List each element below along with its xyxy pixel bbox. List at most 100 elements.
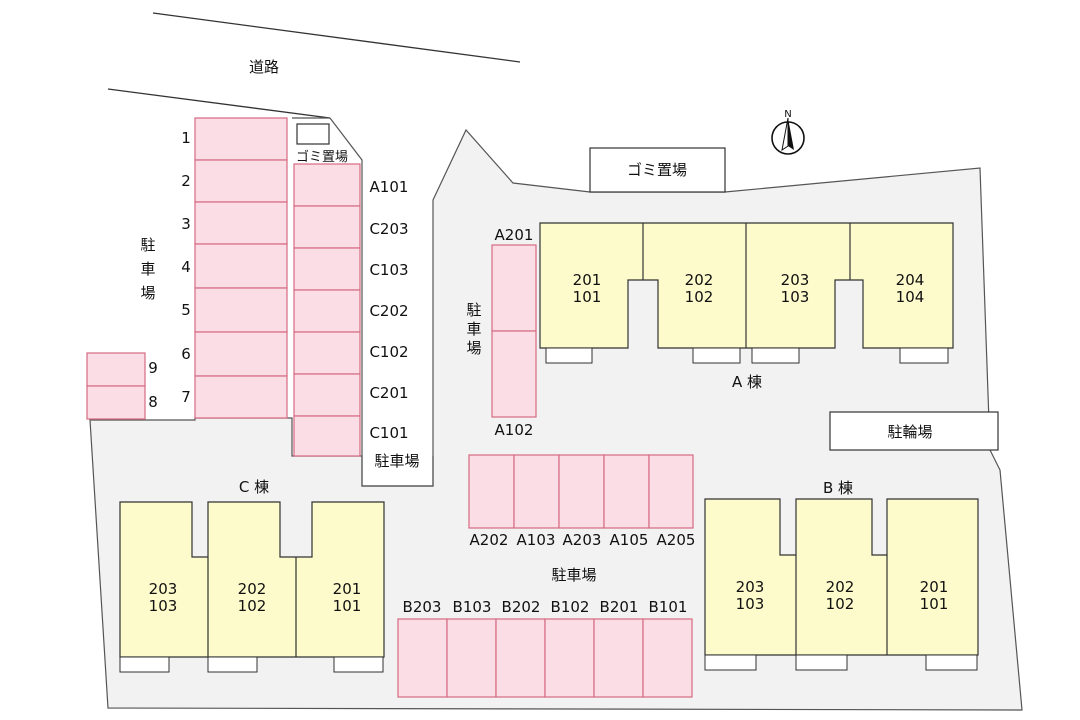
unit-c-102: 102 bbox=[238, 597, 267, 615]
parking-label-column: 駐車場 bbox=[374, 452, 419, 470]
parking-label-a201: A201 bbox=[495, 226, 534, 244]
parking-space-a205 bbox=[648, 454, 694, 529]
parking-space-c201 bbox=[293, 373, 361, 417]
parking-space-6 bbox=[194, 331, 288, 377]
parking-space-1 bbox=[194, 117, 288, 161]
parking-space-9 bbox=[86, 352, 146, 387]
parking-number-2: 2 bbox=[181, 172, 191, 190]
parking-lane-strip bbox=[329, 117, 434, 487]
unit-b-201: 201 bbox=[920, 578, 949, 596]
garbage-label-small: ゴミ置場 bbox=[296, 149, 348, 165]
unit-a-102: 102 bbox=[685, 288, 714, 306]
road-label: 道路 bbox=[249, 58, 279, 76]
bike-parking-label: 駐輪場 bbox=[887, 423, 932, 441]
unit-b-202: 202 bbox=[826, 578, 855, 596]
svg-text:場: 場 bbox=[140, 284, 155, 302]
parking-label-left: 駐 車 場 bbox=[140, 236, 155, 302]
parking-label-c101: C101 bbox=[369, 424, 408, 442]
svg-text:駐: 駐 bbox=[140, 236, 155, 254]
unit-b-203: 203 bbox=[736, 578, 765, 596]
unit-b-103: 103 bbox=[736, 595, 765, 613]
parking-space-a201 bbox=[491, 244, 537, 332]
parking-label-a101: A101 bbox=[370, 178, 409, 196]
svg-text:駐: 駐 bbox=[466, 301, 481, 319]
parking-number-9: 9 bbox=[148, 359, 158, 377]
parking-space-b102 bbox=[544, 618, 595, 698]
unit-c-203: 203 bbox=[149, 580, 178, 598]
parking-space-b202 bbox=[495, 618, 546, 698]
parking-number-7: 7 bbox=[181, 388, 191, 406]
building-b-label: B 棟 bbox=[823, 479, 853, 497]
svg-text:車: 車 bbox=[140, 260, 155, 278]
parking-space-b101 bbox=[642, 618, 693, 698]
road-edge-lower bbox=[107, 88, 331, 119]
parking-label-b101: B101 bbox=[649, 598, 688, 616]
parking-label-b103: B103 bbox=[453, 598, 492, 616]
building-a-label: A 棟 bbox=[732, 373, 762, 391]
garbage-area-label: ゴミ置場 bbox=[627, 161, 687, 179]
parking-number-6: 6 bbox=[181, 345, 191, 363]
parking-label-a-side: 駐 車 場 bbox=[466, 301, 481, 357]
parking-space-a203 bbox=[558, 454, 605, 529]
parking-space-a103 bbox=[513, 454, 560, 529]
parking-space-a202 bbox=[468, 454, 515, 529]
parking-label-c202: C202 bbox=[369, 302, 408, 320]
svg-text:場: 場 bbox=[466, 339, 481, 357]
unit-a-202: 202 bbox=[685, 271, 714, 289]
parking-space-c203 bbox=[293, 205, 361, 249]
unit-a-203: 203 bbox=[781, 271, 810, 289]
svg-text:車: 車 bbox=[466, 320, 481, 338]
north-label: N bbox=[784, 109, 791, 120]
parking-label-b202: B202 bbox=[502, 598, 541, 616]
parking-label-a205: A205 bbox=[657, 531, 696, 549]
parking-space-8 bbox=[86, 385, 146, 420]
unit-a-204: 204 bbox=[896, 271, 925, 289]
building-c-outline bbox=[119, 501, 385, 658]
parking-number-1: 1 bbox=[181, 129, 191, 147]
road-edge-upper bbox=[152, 12, 521, 63]
parking-space-a105 bbox=[603, 454, 650, 529]
parking-label-c201: C201 bbox=[369, 384, 408, 402]
unit-b-101: 101 bbox=[920, 595, 949, 613]
unit-c-103: 103 bbox=[149, 597, 178, 615]
parking-space-c202 bbox=[293, 289, 361, 333]
parking-number-3: 3 bbox=[181, 215, 191, 233]
parking-label-b201: B201 bbox=[600, 598, 639, 616]
unit-a-103: 103 bbox=[781, 288, 810, 306]
parking-space-a102 bbox=[491, 330, 537, 418]
unit-c-201: 201 bbox=[333, 580, 362, 598]
bottom-parking-group: B203 B103 B202 B102 B201 B101 bbox=[397, 598, 693, 698]
parking-label-a102: A102 bbox=[495, 421, 534, 439]
building-c-label: C 棟 bbox=[239, 478, 269, 496]
parking-space-4 bbox=[194, 243, 288, 289]
unit-b-102: 102 bbox=[826, 595, 855, 613]
parking-label-c103: C103 bbox=[369, 261, 408, 279]
bike-parking bbox=[829, 411, 999, 451]
parking-space-2 bbox=[194, 159, 288, 203]
parking-space-7 bbox=[194, 375, 288, 419]
parking-label-a103: A103 bbox=[517, 531, 556, 549]
parking-space-c101 bbox=[293, 415, 361, 457]
building-b: 203 103 202 102 201 101 B 棟 bbox=[704, 479, 979, 671]
parking-space-c102 bbox=[293, 331, 361, 375]
parking-number-5: 5 bbox=[181, 301, 191, 319]
parking-label-b102: B102 bbox=[551, 598, 590, 616]
building-a: 201 101 202 102 203 103 204 104 A 棟 bbox=[539, 222, 954, 391]
unit-a-201: 201 bbox=[573, 271, 602, 289]
unit-a-101: 101 bbox=[573, 288, 602, 306]
parking-number-8: 8 bbox=[148, 393, 158, 411]
garbage-box-small bbox=[296, 123, 330, 145]
parking-space-c103 bbox=[293, 247, 361, 291]
parking-number-4: 4 bbox=[181, 258, 191, 276]
unit-c-202: 202 bbox=[238, 580, 267, 598]
parking-label-a203: A203 bbox=[563, 531, 602, 549]
building-c: 203 103 202 102 201 101 C 棟 bbox=[119, 478, 385, 673]
parking-space-b203 bbox=[397, 618, 448, 698]
parking-space-3 bbox=[194, 201, 288, 245]
unit-a-104: 104 bbox=[896, 288, 925, 306]
middle-parking-group: A202 A103 A203 A105 A205 駐車場 bbox=[468, 454, 696, 584]
parking-space-5 bbox=[194, 287, 288, 333]
unit-c-101: 101 bbox=[333, 597, 362, 615]
parking-label-a105: A105 bbox=[610, 531, 649, 549]
parking-space-b103 bbox=[446, 618, 497, 698]
